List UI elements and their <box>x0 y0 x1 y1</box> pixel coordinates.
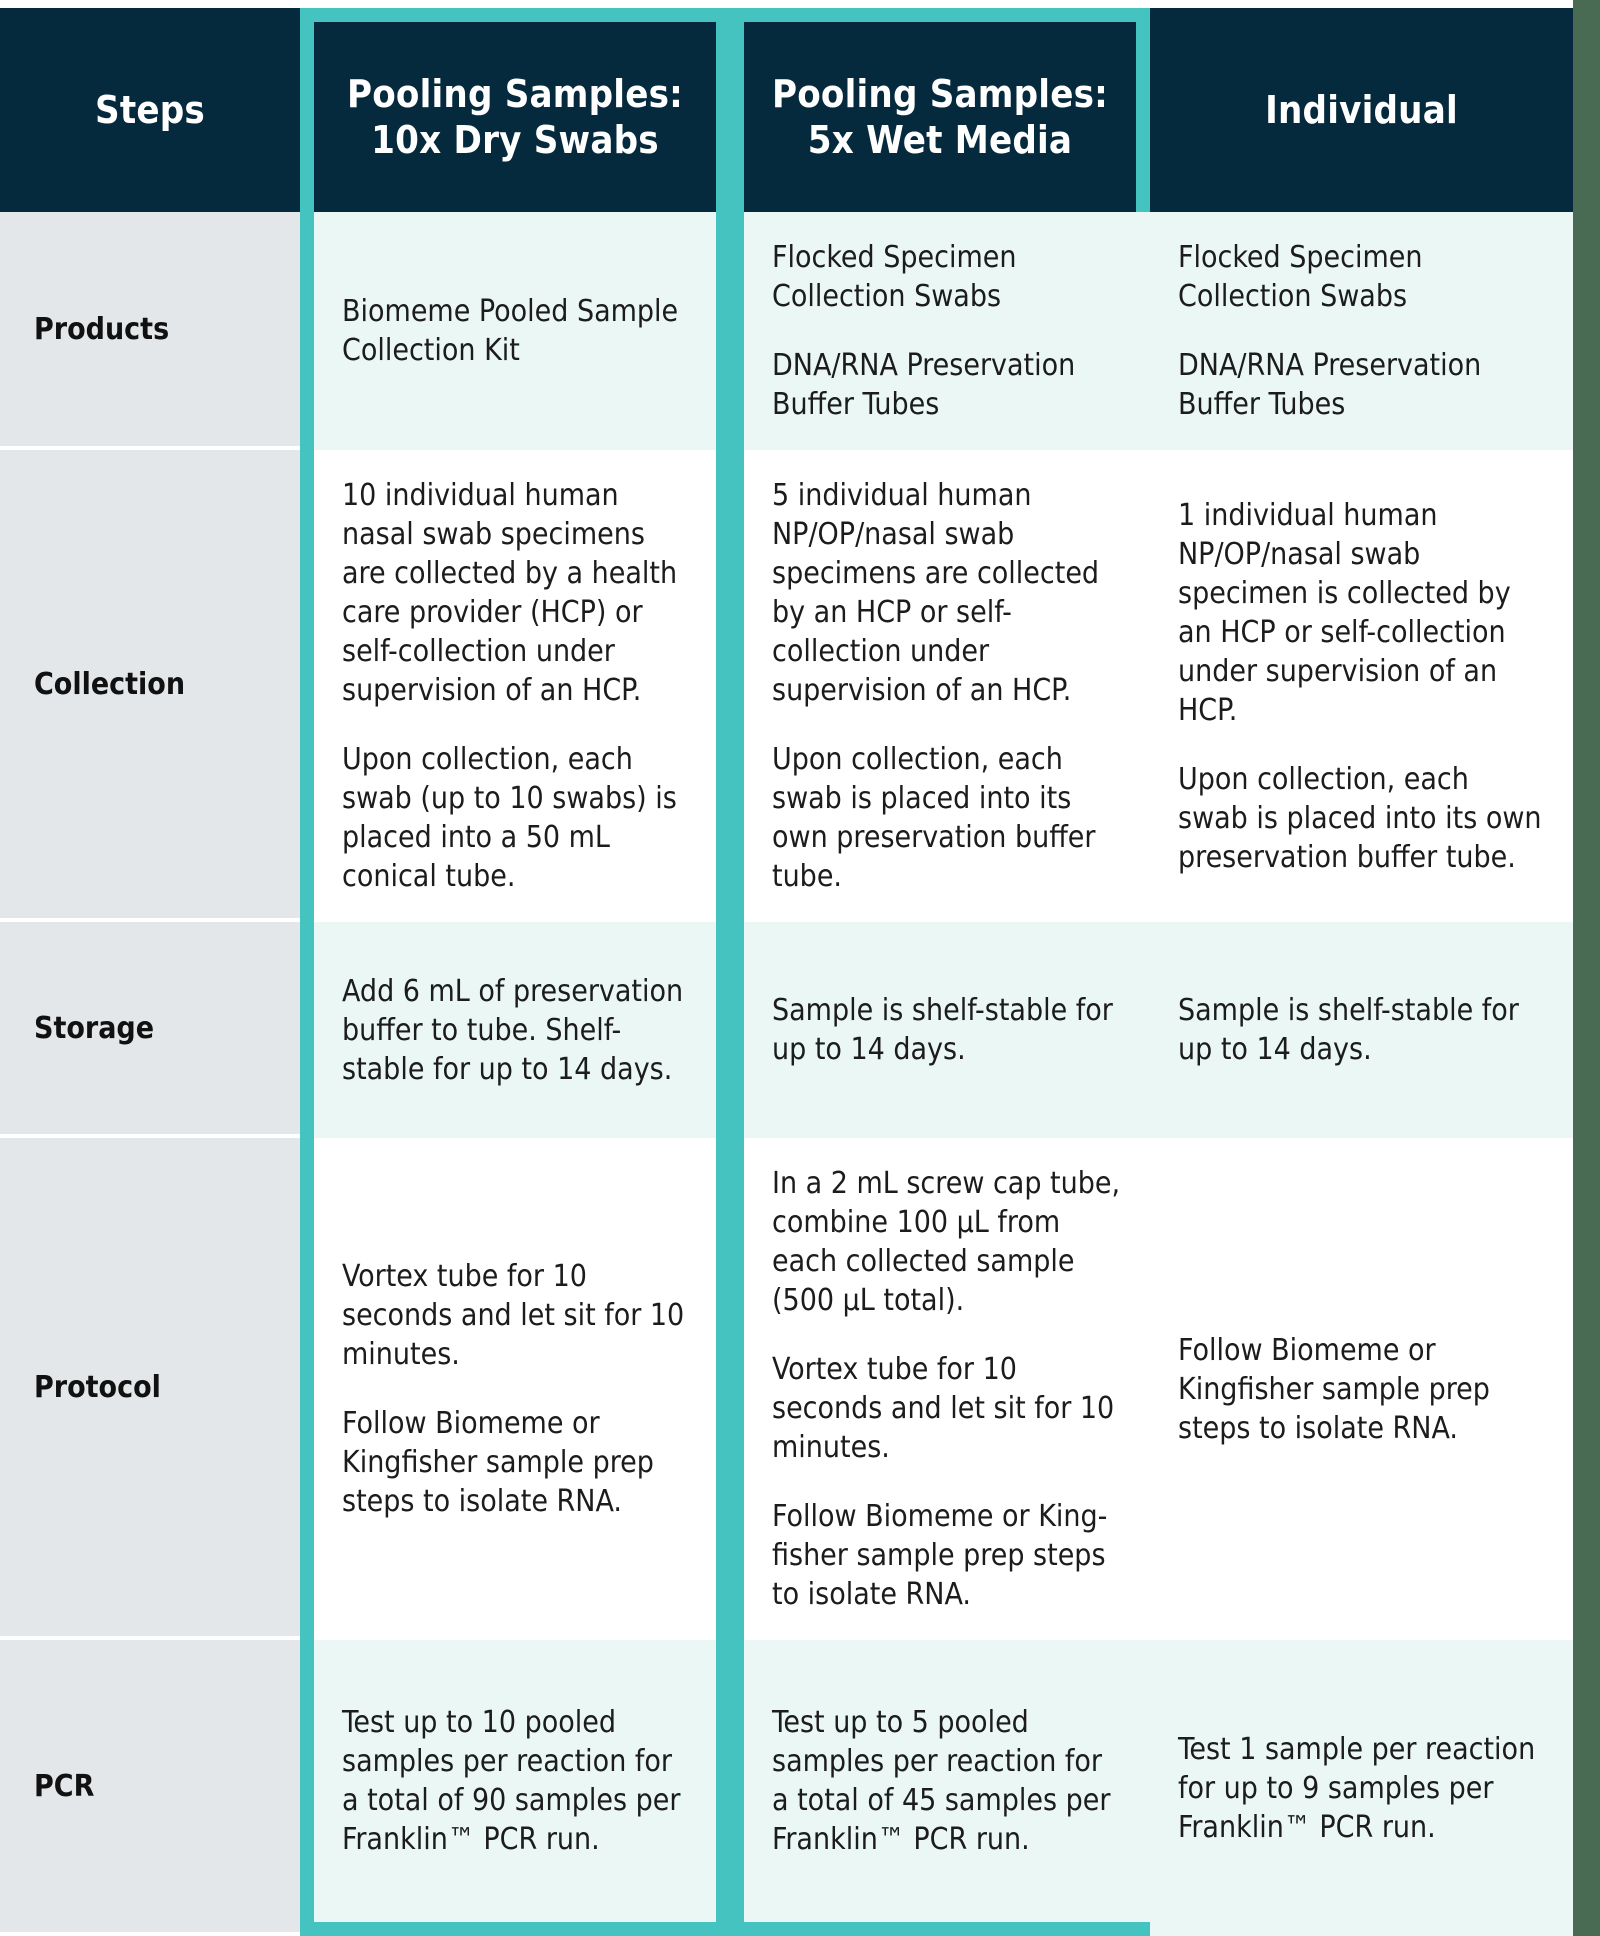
cell-paragraph: 5 individual human NP/OP/nasal swab spec… <box>772 478 1100 708</box>
row-label-products: Products <box>0 212 300 450</box>
column-header-pooling-wet-media-line1: Pooling Samples: <box>771 71 1109 116</box>
cell-products-pool_dry: Biomeme Pooled Sample Collection Kit <box>300 212 730 450</box>
column-header-pooling-dry-swabs-line1: Pooling Samples: <box>346 71 684 116</box>
column-header-pooling-wet-media-line2: 5x Wet Media <box>807 118 1073 162</box>
cell-paragraph: Upon collection, each swab (up to 10 swa… <box>342 742 677 894</box>
cell-paragraph: DNA/RNA Preservation Buffer Tubes <box>772 348 1076 422</box>
column-header-pooling-wet-media: Pooling Samples: 5x Wet Media <box>730 8 1150 212</box>
cell-pcr-individual: Test 1 sample per reaction for up to 9 s… <box>1150 1640 1573 1936</box>
column-header-steps: Steps <box>0 8 300 212</box>
column-header-individual: Individual <box>1150 8 1573 212</box>
table-row: Products Biomeme Pooled Sample Collection… <box>0 212 1573 450</box>
cell-paragraph: Sample is shelf-stable for up to 14 days… <box>772 993 1113 1067</box>
cell-paragraph: 1 individual human NP/OP/nasal swab spec… <box>1178 497 1511 728</box>
table-row: Protocol Vortex tube for 10 seconds and l… <box>0 1138 1573 1640</box>
cell-paragraph: Follow Biomeme or Kingfisher sample prep… <box>342 1406 654 1519</box>
cell-paragraph: In a 2 mL screw cap tube, combine 100 µL… <box>772 1166 1121 1318</box>
cell-protocol-pool_wet: In a 2 mL screw cap tube, combine 100 µL… <box>730 1138 1150 1640</box>
row-label-storage: Storage <box>0 922 300 1138</box>
cell-paragraph: Upon collection, each swab is placed int… <box>772 742 1096 894</box>
cell-paragraph: Test up to 5 pooled samples per reaction… <box>772 1705 1111 1857</box>
cell-paragraph: 10 individual human nasal swab specimens… <box>342 478 678 708</box>
cell-protocol-pool_dry: Vortex tube for 10 seconds and let sit f… <box>300 1138 730 1640</box>
row-label-collection: Collection <box>0 450 300 922</box>
cell-paragraph: Flocked Specimen Collection Swabs <box>772 240 1017 314</box>
row-label-pcr: PCR <box>0 1640 300 1936</box>
cell-protocol-individual: Follow Biomeme or Kingfisher sample prep… <box>1150 1138 1573 1640</box>
cell-paragraph: Flocked Specimen Collection Swabs <box>1178 240 1423 314</box>
cell-paragraph: Add 6 mL of preservation buffer to tube.… <box>342 973 684 1087</box>
row-label-protocol: Protocol <box>0 1138 300 1640</box>
cell-storage-pool_dry: Add 6 mL of preservation buffer to tube.… <box>300 922 730 1138</box>
column-header-pooling-dry-swabs: Pooling Samples: 10x Dry Swabs <box>300 8 730 212</box>
cell-paragraph: Vortex tube for 10 seconds and let sit f… <box>772 1352 1115 1465</box>
cell-paragraph: Test 1 sample per reaction for up to 9 s… <box>1178 1731 1536 1845</box>
cell-collection-pool_dry: 10 individual human nasal swab specimens… <box>300 450 730 922</box>
cell-storage-pool_wet: Sample is shelf-stable for up to 14 days… <box>730 922 1150 1138</box>
table-body: Products Biomeme Pooled Sample Collection… <box>0 212 1573 1936</box>
table-row: Storage Add 6 mL of preservation buffer t… <box>0 922 1573 1138</box>
cell-paragraph: Follow Biomeme or Kingfisher sample prep… <box>1178 1332 1490 1446</box>
cell-pcr-pool_wet: Test up to 5 pooled samples per reaction… <box>730 1640 1150 1936</box>
column-header-pooling-dry-swabs-line2: 10x Dry Swabs <box>371 118 659 162</box>
cell-collection-pool_wet: 5 individual human NP/OP/nasal swab spec… <box>730 450 1150 922</box>
column-header-steps-label: Steps <box>95 87 205 132</box>
table-header: Steps Pooling Samples: 10x Dry Swabs Poo… <box>0 8 1573 212</box>
comparison-table: Steps Pooling Samples: 10x Dry Swabs Poo… <box>0 8 1573 1936</box>
header-row: Steps Pooling Samples: 10x Dry Swabs Poo… <box>0 8 1573 212</box>
cell-storage-individual: Sample is shelf-stable for up to 14 days… <box>1150 922 1573 1138</box>
cell-paragraph: Follow Biomeme or King-fisher sample pre… <box>772 1499 1108 1612</box>
cell-paragraph: Biomeme Pooled Sample Collection Kit <box>342 294 679 368</box>
cell-pcr-pool_dry: Test up to 10 pooled samples per reactio… <box>300 1640 730 1936</box>
cell-paragraph: Sample is shelf-stable for up to 14 days… <box>1178 993 1519 1067</box>
cell-collection-individual: 1 individual human NP/OP/nasal swab spec… <box>1150 450 1573 922</box>
cell-paragraph: Upon collection, each swab is placed int… <box>1178 761 1542 875</box>
cell-paragraph: Vortex tube for 10 seconds and let sit f… <box>342 1259 685 1372</box>
table-row: PCR Test up to 10 pooled samples per reac… <box>0 1640 1573 1936</box>
cell-paragraph: Test up to 10 pooled samples per reactio… <box>342 1705 681 1857</box>
cell-paragraph: DNA/RNA Preservation Buffer Tubes <box>1178 348 1482 422</box>
column-header-individual-label: Individual <box>1265 87 1458 132</box>
